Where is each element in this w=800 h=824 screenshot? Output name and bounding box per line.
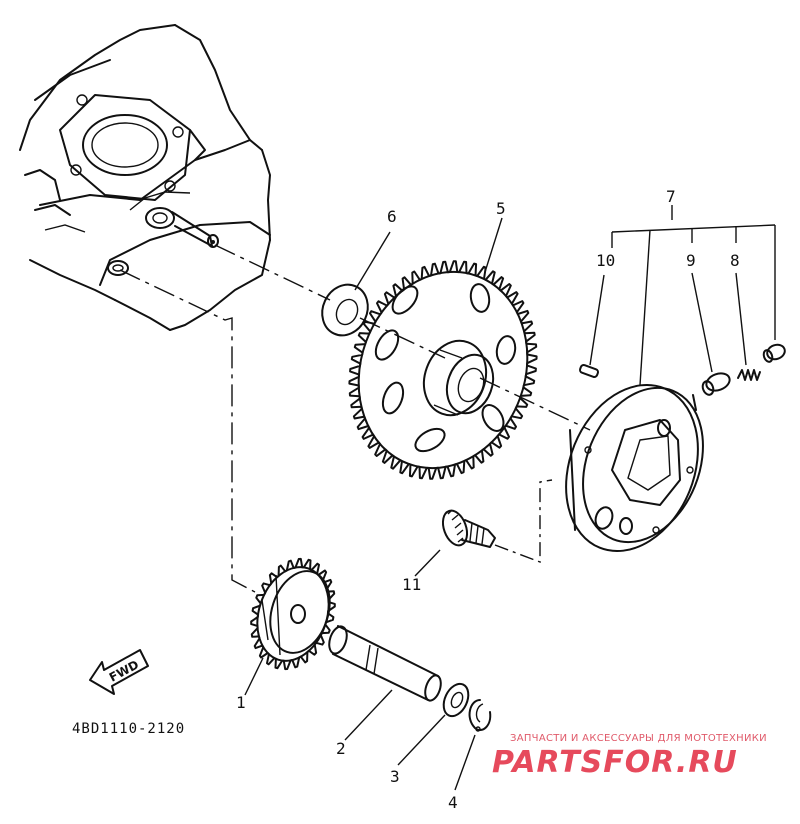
gear-teeth-part-5 [348, 260, 538, 480]
callout-label-11: 11 [402, 575, 421, 594]
plunger-part-9 [701, 372, 731, 396]
callout-label-7: 7 [666, 187, 676, 206]
washer-part-6 [321, 283, 369, 337]
forward-direction-arrow: FWD [89, 649, 149, 695]
idler-gear-part-1 [250, 557, 336, 671]
callout-label-3: 3 [390, 767, 400, 786]
spring-part-8 [737, 369, 761, 381]
callout-numbers: 6 5 7 10 9 8 11 1 2 3 4 [236, 187, 740, 812]
callout-label-6: 6 [387, 207, 397, 226]
roller-part-10 [579, 364, 599, 378]
circlip-part-4 [468, 699, 492, 732]
callout-label-9: 9 [686, 251, 696, 270]
callout-label-4: 4 [448, 793, 458, 812]
diagram-code: 4BD1110-2120 [72, 721, 185, 737]
cap-part [762, 343, 786, 363]
callout-label-8: 8 [730, 251, 740, 270]
callout-label-10: 10 [596, 251, 615, 270]
callout-bracket-7 [589, 205, 776, 386]
callout-label-5: 5 [496, 199, 506, 218]
callout-leaders [244, 217, 503, 791]
fwd-label: FWD [107, 658, 141, 685]
watermark-logo: PARTSFOR.RU [492, 745, 738, 780]
washer-part-3 [442, 682, 470, 718]
starter-gear-part-5 [348, 260, 538, 480]
watermark-tagline: ЗАПЧАСТИ И АКСЕССУАРЫ ДЛЯ МОТОТЕХНИКИ [510, 733, 767, 744]
engine-crankcase-illustration [19, 24, 271, 331]
callout-label-1: 1 [236, 693, 246, 712]
bolt-part-11 [441, 509, 496, 548]
shaft-part-2 [328, 625, 442, 702]
callout-label-2: 2 [336, 739, 346, 758]
watermark: ЗАПЧАСТИ И АКСЕССУАРЫ ДЛЯ МОТОТЕХНИКИ PA… [492, 733, 767, 780]
starter-clutch-part-7 [565, 383, 704, 553]
